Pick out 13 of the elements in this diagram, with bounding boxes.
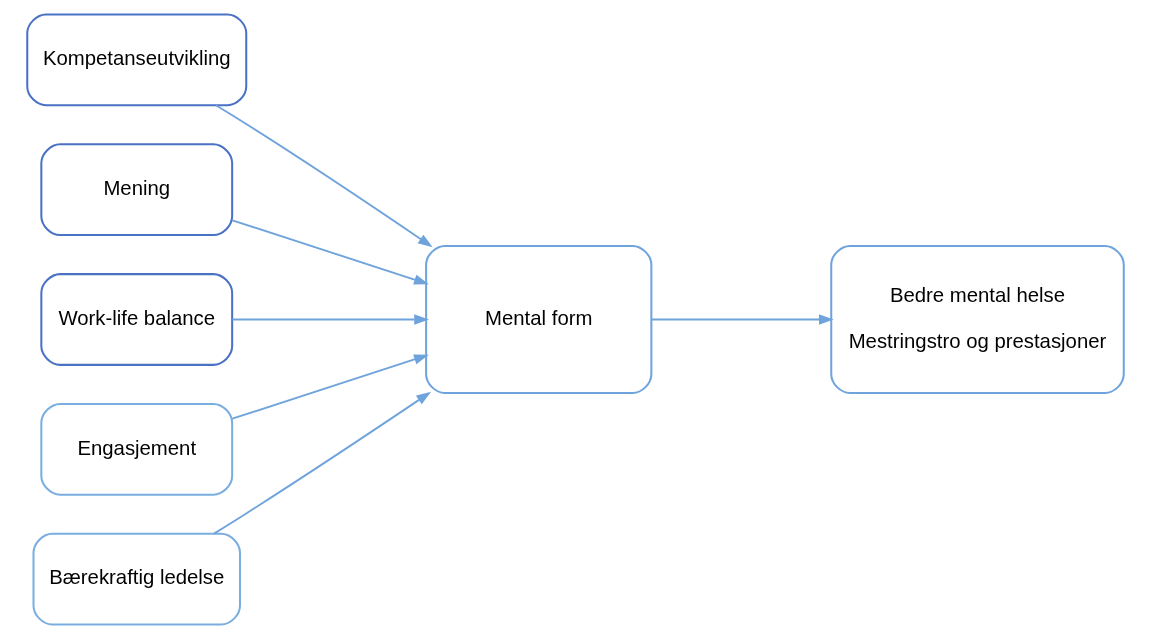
node-box: Bærekraftig ledelse [32,532,241,626]
node-box: Mening [39,143,233,237]
node-box: Kompetanseutvikling [25,13,247,107]
node-box: Work-life balance [39,273,233,366]
arrow [230,314,429,325]
arrow [650,314,834,325]
arrow [230,354,429,420]
node-box: Mental form [424,244,652,395]
arrow [230,219,429,285]
node-box: Bedre mental helse Mestringstro og prestasjoner [829,244,1125,395]
arrow [212,391,431,535]
arrow [214,104,433,248]
node-box: Engasjement [39,402,233,496]
